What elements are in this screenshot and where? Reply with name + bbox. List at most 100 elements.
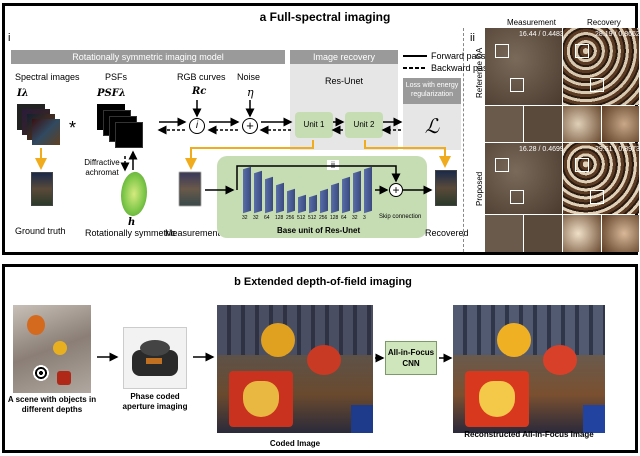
ground-truth-label: Ground truth bbox=[15, 226, 66, 236]
coded-toy-face bbox=[261, 323, 295, 357]
unet-block bbox=[287, 188, 295, 214]
coded-image bbox=[217, 305, 373, 433]
scene-toy-1 bbox=[27, 315, 45, 335]
sub-ii-label: ii bbox=[470, 32, 475, 44]
coded-toy-red bbox=[307, 345, 341, 375]
zoom-box-2 bbox=[510, 78, 524, 92]
prop-recovery-image bbox=[563, 143, 639, 214]
noise-plus-circle: + bbox=[242, 118, 258, 134]
recovered-image bbox=[435, 170, 457, 206]
ground-truth-image bbox=[31, 172, 53, 206]
noise-label: Noise bbox=[237, 72, 261, 82]
legend-backward: Backward pass bbox=[431, 63, 493, 73]
ref-crop-3 bbox=[563, 106, 601, 142]
ref-measure-metric: 16.44 / 0.4483 bbox=[519, 31, 564, 38]
model-header: Rotationally symmetric imaging model bbox=[11, 50, 285, 64]
cnn-box: All-in-Focus CNN bbox=[385, 341, 437, 375]
unet-channel-label: 32 bbox=[352, 215, 358, 221]
achromat-lens bbox=[121, 170, 147, 218]
recon-toy-red bbox=[543, 345, 577, 375]
panel-a: a Full-spectral imaging i ii Rotationall… bbox=[2, 3, 640, 255]
ref-crop-4 bbox=[602, 106, 639, 142]
ref-recovery-image bbox=[563, 28, 639, 105]
spectral-symbol: Iλ bbox=[17, 88, 29, 99]
coded-butterfly bbox=[243, 381, 279, 417]
zoom-box-3 bbox=[575, 44, 589, 58]
loss-symbol: ℒ bbox=[424, 114, 440, 138]
prop-crop-3 bbox=[563, 215, 601, 252]
prop-recovery-metric: 29.51 / 0.8973 bbox=[595, 146, 640, 153]
unet-channel-label: 32 bbox=[242, 215, 248, 221]
ref-crop-1 bbox=[485, 106, 523, 142]
camera-image bbox=[123, 327, 187, 389]
unet-block bbox=[243, 166, 251, 214]
panel-b: b Extended depth-of-field imaging A scen… bbox=[2, 264, 638, 453]
unet-channel-label: 32 bbox=[253, 215, 259, 221]
unet-channel-label: 256 bbox=[286, 215, 295, 221]
unet-block bbox=[309, 194, 317, 214]
res-unet-label: Res-Unet bbox=[324, 76, 363, 86]
unet-block bbox=[298, 194, 306, 214]
unet-block bbox=[320, 188, 328, 214]
rc-symbol: Rc bbox=[192, 86, 207, 97]
scene-image bbox=[13, 305, 91, 393]
recon-blue-card bbox=[583, 405, 605, 433]
unet-channel-label: 256 bbox=[319, 215, 328, 221]
ii-row-reference: Reference DA bbox=[475, 47, 484, 98]
unet-channel-label: 512 bbox=[308, 215, 317, 221]
cnn-label: All-in-Focus CNN bbox=[387, 348, 435, 368]
coded-blue-card bbox=[351, 405, 373, 433]
panel-a-title: a Full-spectral imaging bbox=[259, 10, 391, 24]
unet-block bbox=[265, 176, 273, 214]
unet-channel-label: 64 bbox=[264, 215, 270, 221]
measurement-image bbox=[179, 172, 201, 206]
zoom-box-5 bbox=[495, 158, 509, 172]
convolution-star: * bbox=[69, 118, 77, 138]
prop-crop-1 bbox=[485, 215, 523, 252]
ii-row-proposed: Proposed bbox=[475, 171, 484, 206]
prop-measure-metric: 16.28 / 0.4699 bbox=[519, 146, 564, 153]
zoom-box-8 bbox=[590, 190, 604, 204]
rgb-curves-label: RGB curves bbox=[177, 72, 226, 82]
reconstructed-label: Reconstructed All-in-Focus Image bbox=[464, 430, 594, 439]
unet-channel-label: 3 bbox=[363, 215, 366, 221]
model-header-text: Rotationally symmetric imaging model bbox=[72, 52, 224, 62]
sub-i-label: i bbox=[8, 32, 11, 44]
loss-header-text: Loss with energy regularization bbox=[405, 82, 459, 98]
zoom-box-1 bbox=[495, 44, 509, 58]
prop-crop-2 bbox=[524, 215, 562, 252]
psf-stack-4 bbox=[115, 122, 143, 148]
panel-b-title: b Extended depth-of-field imaging bbox=[234, 276, 412, 288]
recon-toy-face bbox=[497, 323, 531, 357]
unit2-box: Unit 2 bbox=[345, 112, 383, 138]
prop-crop-4 bbox=[602, 215, 639, 252]
unet-channel-label: 64 bbox=[341, 215, 347, 221]
camera-band bbox=[146, 358, 162, 364]
reconstructed-image bbox=[453, 305, 605, 433]
base-unit-label: Base unit of Res-Unet bbox=[277, 226, 361, 235]
unet-block bbox=[353, 170, 361, 214]
unit2-label: Unit 2 bbox=[353, 120, 375, 129]
recovery-header-text: Image recovery bbox=[312, 52, 376, 62]
skip-connection-label: Skip connection bbox=[379, 214, 422, 220]
ii-col-recovery: Recovery bbox=[587, 18, 621, 27]
scene-toy-3 bbox=[57, 371, 71, 385]
unit1-label: Unit 1 bbox=[303, 120, 325, 129]
loss-header: Loss with energy regularization bbox=[403, 78, 461, 104]
recon-butterfly bbox=[479, 381, 515, 417]
psfs-label: PSFs bbox=[105, 72, 128, 82]
ii-col-measurement: Measurement bbox=[507, 18, 556, 27]
ref-recovery-metric: 28.19 / 0.8662 bbox=[595, 31, 640, 38]
unet-channel-label: 128 bbox=[330, 215, 339, 221]
ref-crop-2 bbox=[524, 106, 562, 142]
unit1-box: Unit 1 bbox=[295, 112, 333, 138]
coded-image-label: Coded Image bbox=[269, 439, 321, 448]
unet-block bbox=[254, 170, 262, 214]
scene-label: A scene with objects in different depths bbox=[7, 395, 97, 414]
unet-block bbox=[276, 182, 284, 214]
coded-building bbox=[217, 305, 373, 355]
recovered-label: Recovered bbox=[425, 228, 469, 238]
recovery-header: Image recovery bbox=[290, 50, 398, 64]
measurement-label: Measurement bbox=[165, 228, 221, 238]
zoom-box-6 bbox=[510, 190, 524, 204]
